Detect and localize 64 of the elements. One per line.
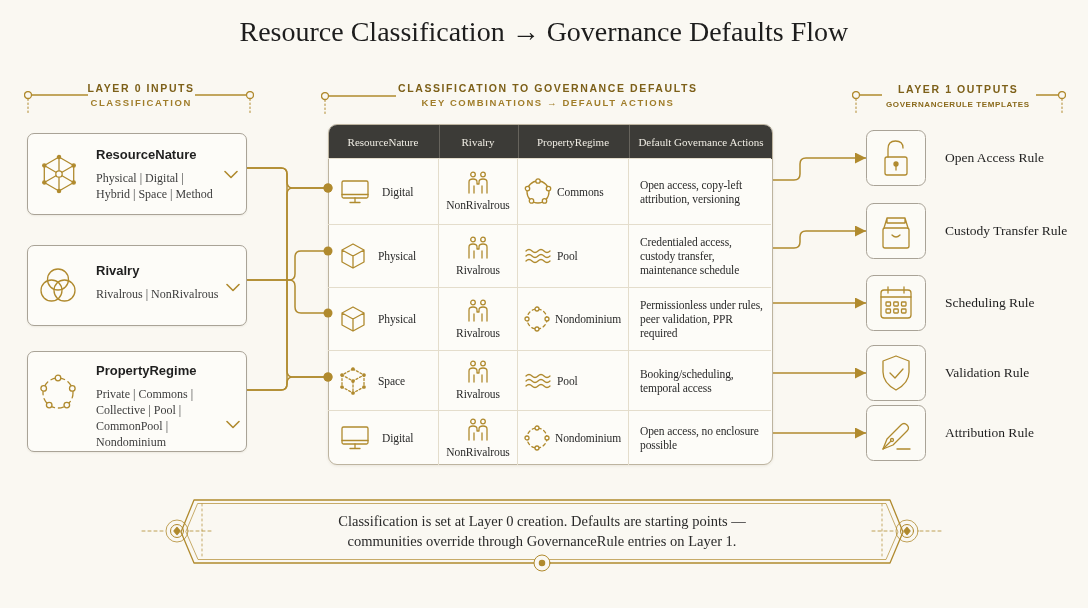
table-cell: Permissionless under rules, peer validation, PPR required — [628, 288, 771, 350]
connector-line — [246, 279, 333, 318]
table-cell: Credentialed access, custody transfer, maintenance schedule — [628, 225, 771, 287]
table-cell: NonRivalrous — [438, 159, 517, 224]
caption: Classification is set at Layer 0 creation. Defaults are starting points — communities override through GovernanceRule entries on Layer 1. — [337, 512, 747, 551]
shield-check-icon — [866, 345, 926, 401]
table-header-cell-text: ResourceNature — [346, 134, 420, 150]
table-row — [328, 410, 771, 465]
table-header-cell: PropertyRegime — [518, 125, 627, 159]
table-cell: Digital — [328, 159, 438, 224]
section-subheading: KEY COMBINATIONS → DEFAULT ACTIONS — [421, 97, 675, 109]
table-cell: Physical — [328, 225, 438, 287]
connector-line — [246, 372, 333, 391]
box-description: Rivalrous | NonRivalrous — [96, 286, 219, 302]
table-cell: Booking/scheduling, temporal access — [628, 351, 771, 410]
box-description: Physical | Digital | Hybrid | Space | Method — [96, 170, 214, 202]
table-cell: Open access, no enclosure possible — [628, 411, 771, 465]
input-box — [27, 351, 247, 452]
table-cell: Nondominium — [517, 411, 628, 465]
box-title: PropertyRegime — [96, 363, 197, 379]
padlock-icon — [866, 130, 926, 186]
table-cell: Nondominium — [517, 288, 628, 350]
section-heading: LAYER 1 OUTPUTS — [898, 83, 1019, 96]
box-title: ResourceNature — [96, 147, 197, 163]
diagram-title: Resource Classification → Governance Defaults Flow — [239, 15, 849, 49]
fountain-pen-icon — [866, 405, 926, 461]
box-icon — [866, 203, 926, 259]
box-description: Private | Commons | Collective | Pool | CommonPool | Nondominium — [96, 386, 195, 450]
rule-label: Validation Rule — [945, 364, 1030, 382]
table-cell: Pool — [517, 225, 628, 287]
table-cell: Commons — [517, 159, 628, 224]
table-row — [328, 350, 771, 410]
section-subheading: GOVERNANCERULE TEMPLATES — [886, 99, 1030, 110]
table-row — [328, 158, 771, 224]
section-heading: LAYER 0 INPUTS — [87, 82, 195, 95]
table-cell: Rivalrous — [438, 225, 517, 287]
table-cell: Open access, copy-left attribution, versioning — [628, 159, 771, 224]
table — [328, 124, 773, 465]
table-cell: Digital — [328, 411, 438, 465]
rule-label: Custody Transfer Rule — [945, 222, 1068, 240]
arrow — [772, 367, 867, 379]
arrow — [772, 297, 867, 309]
table-header-cell: Rivalry — [439, 125, 516, 159]
table-cell: Space — [328, 351, 438, 410]
section-heading: CLASSIFICATION TO GOVERNANCE DEFAULTS — [398, 82, 698, 95]
input-box — [27, 133, 247, 215]
box-title: Rivalry — [96, 263, 140, 279]
rule-label: Scheduling Rule — [945, 294, 1035, 312]
table-cell: Rivalrous — [438, 351, 517, 410]
table-row — [328, 224, 771, 287]
table-header-cell: Default Governance Actions — [629, 125, 772, 159]
table-cell: Pool — [517, 351, 628, 410]
calendar-icon — [866, 275, 926, 331]
arrow — [772, 427, 867, 439]
arrow — [772, 152, 867, 181]
table-row — [328, 287, 771, 350]
table-cell: NonRivalrous — [438, 411, 517, 465]
section-subheading: CLASSIFICATION — [90, 97, 192, 109]
table-cell: Physical — [328, 288, 438, 350]
rule-label: Attribution Rule — [945, 424, 1034, 442]
input-box — [27, 245, 247, 326]
arrow — [772, 225, 867, 249]
rule-label: Open Access Rule — [945, 149, 1044, 167]
table-cell: Rivalrous — [438, 288, 517, 350]
